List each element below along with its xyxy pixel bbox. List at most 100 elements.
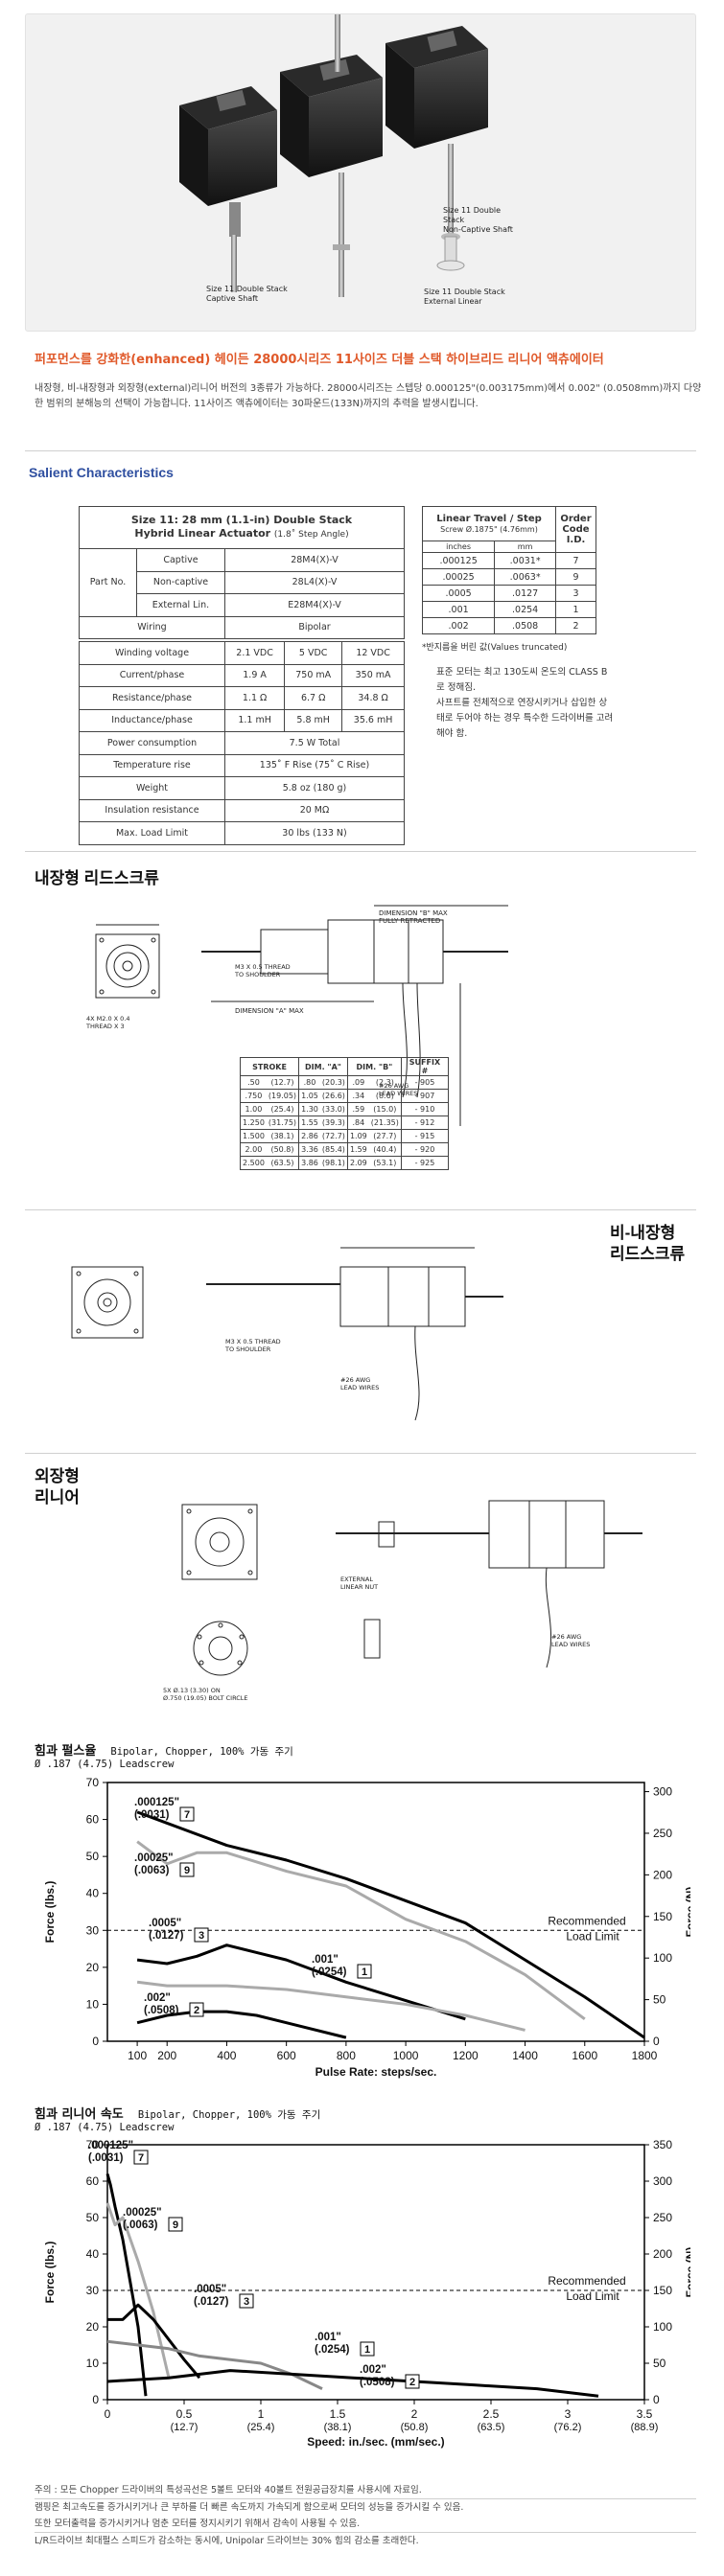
cell: .0063* [494, 568, 556, 586]
cell: .00025 [421, 568, 496, 586]
x-tick-label: 100 [128, 2049, 147, 2062]
y2-tick-label: 50 [653, 2357, 666, 2370]
stroke-cell: (19.05) [266, 1089, 300, 1103]
stroke-cell: 1.30 [298, 1102, 320, 1116]
y-tick-label: 50 [86, 2211, 100, 2224]
series-line [136, 1944, 466, 2021]
x-tick-label: 0 [105, 2407, 111, 2421]
series-line [105, 2173, 148, 2397]
partno-value-2: E28M4(X)-V [224, 593, 405, 617]
y2-tick-label: 0 [653, 2035, 660, 2048]
stroke-cell: (63.5) [266, 1156, 300, 1170]
x-tick-label-mm: (25.4) [247, 2422, 275, 2433]
series-code: 3 [244, 2296, 249, 2308]
y2-tick-label: 200 [653, 2247, 672, 2261]
series-code: 1 [362, 1966, 367, 1978]
cell: .000125 [421, 552, 496, 569]
motor-external [385, 26, 488, 271]
stroke-cell: (38.1) [266, 1129, 300, 1143]
cell: 34.8 Ω [341, 686, 405, 710]
load-limit-label: Recommended [548, 2274, 625, 2288]
chart1-subtitle: Bipolar, Chopper, 100% 가동 주기 [110, 1746, 293, 1758]
stroke-cell: - 907 [400, 1089, 450, 1103]
x-tick-label: 2.5 [483, 2407, 500, 2421]
travel-code-header: Order Code I.D. [555, 506, 596, 553]
footer-note: 또한 모터출력을 증가시키거나 멈춘 모터를 정지시키기 위해서 감속이 사용될… [35, 2518, 361, 2529]
wiring-label: Wiring [79, 615, 225, 639]
cell: 30 lbs (133 N) [224, 821, 405, 845]
series-code-box [405, 2374, 420, 2389]
stroke-cell: (20.3) [319, 1075, 348, 1090]
y-tick-label: 70 [86, 2138, 100, 2151]
chart1-title: 힘과 펄스율 [35, 1744, 97, 1759]
stroke-row: 1.00(25.4)1.30(33.0).59(15.0)- 910 [239, 1102, 450, 1116]
series-line [136, 1840, 586, 2021]
y2-tick-label: 300 [653, 2174, 672, 2188]
stroke-cell: (50.8) [266, 1142, 300, 1157]
stroke-cell: .80 [298, 1075, 320, 1090]
cell: .0254 [494, 601, 556, 618]
y2-tick-label: 150 [653, 1910, 672, 1923]
series-label-mm: (.0031) [134, 1809, 170, 1821]
series-code-box [168, 2217, 183, 2232]
stroke-cell: (33.0) [319, 1102, 348, 1116]
series-code: 7 [138, 2152, 144, 2164]
stroke-cell: (31.75) [266, 1116, 300, 1130]
motor-captive [179, 86, 277, 292]
x-tick-label-mm: (88.9) [631, 2422, 659, 2433]
y2-tick-label: 250 [653, 1827, 672, 1840]
footer-note: 주의 : 모든 Chopper 드라이버의 특성곡선은 5볼트 모터와 40볼트… [35, 2485, 422, 2496]
chart2-subtitle: Bipolar, Chopper, 100% 가동 주기 [137, 2109, 321, 2121]
x-tick-label: 1000 [393, 2049, 419, 2062]
chart1-heading: 힘과 펄스율 Bipolar, Chopper, 100% 가동 주기 [35, 1740, 293, 1759]
x-tick-label: 800 [337, 2049, 356, 2062]
series-code: 9 [184, 1865, 190, 1876]
stroke-cell: (53.1) [368, 1156, 402, 1170]
series-label: .001" [315, 2332, 341, 2343]
series-line [136, 1980, 525, 2032]
row-label: Weight [79, 776, 225, 800]
x-tick-label: 1 [258, 2407, 265, 2421]
cell: .0005 [421, 585, 496, 602]
x-tick-label: 1.5 [330, 2407, 346, 2421]
cell: 350 mA [341, 663, 405, 687]
divider [25, 1453, 696, 1454]
stroke-h: STROKE [239, 1057, 300, 1076]
row-label: Insulation resistance [79, 798, 225, 822]
y2-axis-label: Force (N) [684, 1887, 690, 1938]
y2-tick-label: 0 [653, 2393, 660, 2406]
x-tick-label: 400 [217, 2049, 236, 2062]
stroke-cell: (12.7) [266, 1075, 300, 1090]
x-tick-label: 0.5 [176, 2407, 193, 2421]
stroke-cell: 1.59 [346, 1142, 369, 1157]
salient-title: Salient Characteristics [29, 465, 174, 480]
y-tick-label: 10 [86, 1997, 100, 2011]
series-label: .002" [360, 2364, 386, 2376]
stroke-cell: 3.86 [298, 1156, 320, 1170]
cell: 7.5 W Total [224, 731, 405, 755]
load-limit-label: Load Limit [566, 1929, 619, 1943]
load-limit-label: Load Limit [566, 2289, 619, 2303]
y-tick-label: 60 [86, 2174, 100, 2188]
x-tick-label: 1200 [453, 2049, 479, 2062]
partno-label-1: Non-captive [136, 570, 225, 594]
series-label-mm: (.0127) [194, 2296, 229, 2308]
x-tick-label-mm: (50.8) [401, 2422, 429, 2433]
load-limit-label: Recommended [548, 1914, 625, 1927]
y2-tick-label: 100 [653, 1951, 672, 1965]
x-axis-label: Speed: in./sec. (mm/sec.) [307, 2435, 444, 2449]
series-code-box [179, 1862, 195, 1877]
stroke-cell: 2.09 [346, 1156, 369, 1170]
y2-tick-label: 150 [653, 2284, 672, 2297]
series-line [106, 2369, 599, 2398]
spec-subtitle-note: (1.8˚ Step Angle) [273, 530, 349, 540]
stroke-row: 1.250(31.75)1.55(39.3).84(21.35)- 912 [239, 1116, 450, 1130]
travel-h1: Linear Travel / Step [436, 513, 542, 524]
